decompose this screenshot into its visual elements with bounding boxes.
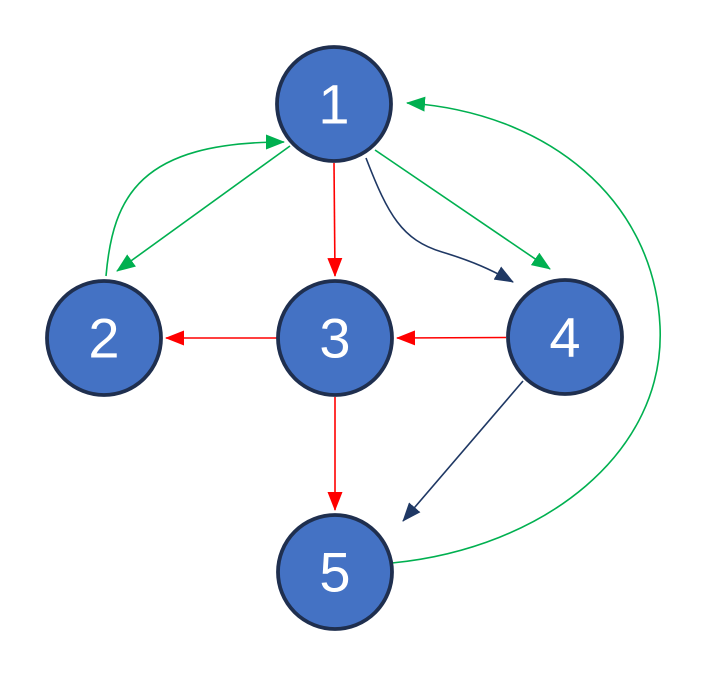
graph-node-5: 5 (276, 513, 394, 631)
graph-node-2: 2 (45, 279, 163, 397)
node-circle-3 (276, 279, 394, 397)
edge-1-to-2-green (116, 145, 291, 272)
node-label-1: 1 (318, 73, 349, 136)
edge-5-to-1-green (391, 96, 661, 564)
node-circle-1 (275, 45, 393, 163)
node-label-3: 3 (319, 307, 350, 370)
edge-4-to-5-navy (402, 380, 524, 522)
node-circle-4 (506, 278, 624, 396)
graph-node-1: 1 (275, 45, 393, 163)
node-label-2: 2 (88, 307, 119, 370)
node-label-5: 5 (319, 541, 350, 604)
edge-1-to-4-navy (365, 157, 514, 283)
node-circle-5 (276, 513, 394, 631)
edge-4-to-3-red (396, 330, 507, 346)
node-circle-2 (45, 279, 163, 397)
graph-node-4: 4 (506, 278, 624, 396)
node-label-4: 4 (549, 306, 580, 369)
graph-node-3: 3 (276, 279, 394, 397)
edge-1-to-4-green (374, 149, 551, 270)
edge-1-to-3-red (327, 162, 343, 277)
edge-2-to-1-green (105, 134, 285, 277)
